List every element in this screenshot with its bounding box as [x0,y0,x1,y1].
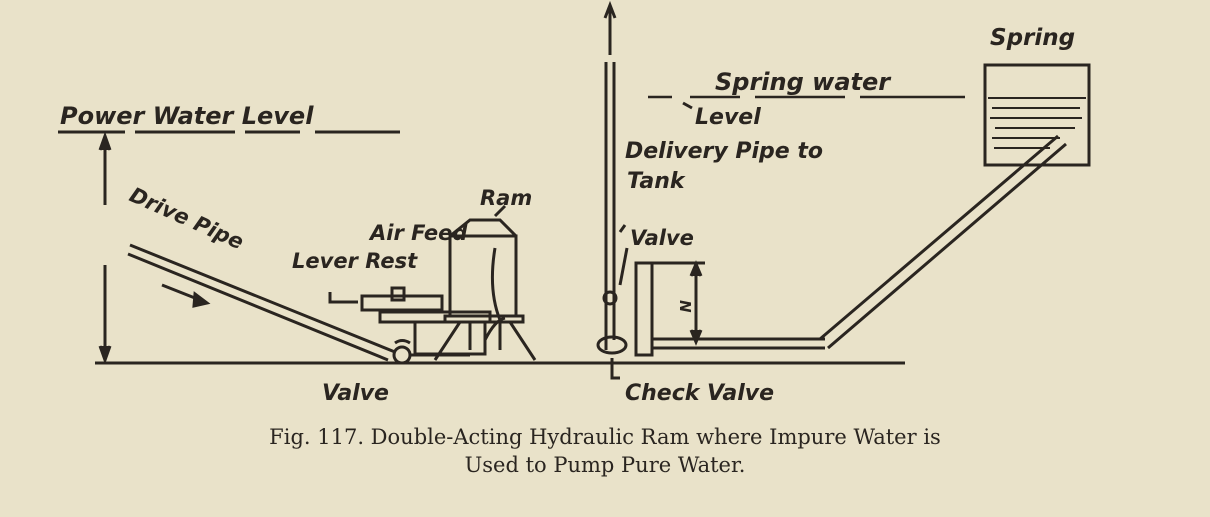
valve-top-label: Valve [630,226,694,250]
spring-label: Spring [990,25,1075,51]
power-water-level-label: Power Water Level [60,102,314,130]
lever-rest-label: Lever Rest [292,249,418,273]
spring-water-label: Spring water [715,68,892,96]
waste-valve [392,345,412,365]
n-dimension-label: N [676,300,694,313]
hydraulic-ram-diagram: Power Water Level Drive Pipe Lever Rest … [58,0,1091,406]
delivery-pipe-label: Delivery Pipe to [625,139,823,164]
lever-rest [360,294,444,312]
delivery-valve [602,290,618,306]
ram-tank [448,234,518,318]
tank-label: Tank [627,169,686,194]
check-valve [596,335,628,355]
valve-bottom-label: Valve [322,381,389,406]
spring-reservoir [983,63,1091,167]
figure-caption-line2: Used to Pump Pure Water. [464,453,746,477]
check-valve-label: Check Valve [625,381,774,406]
air-feed-label: Air Feed [368,221,468,245]
ram-label: Ram [480,186,532,210]
drive-pipe-label: Drive Pipe [126,183,247,255]
figure-caption-line1: Fig. 117. Double-Acting Hydraulic Ram wh… [269,425,941,449]
drive-pipe [127,243,396,362]
supply-pipe [652,337,825,350]
standpipe [634,261,654,357]
delivery-pipe [604,8,616,350]
level-label: Level [695,105,761,130]
